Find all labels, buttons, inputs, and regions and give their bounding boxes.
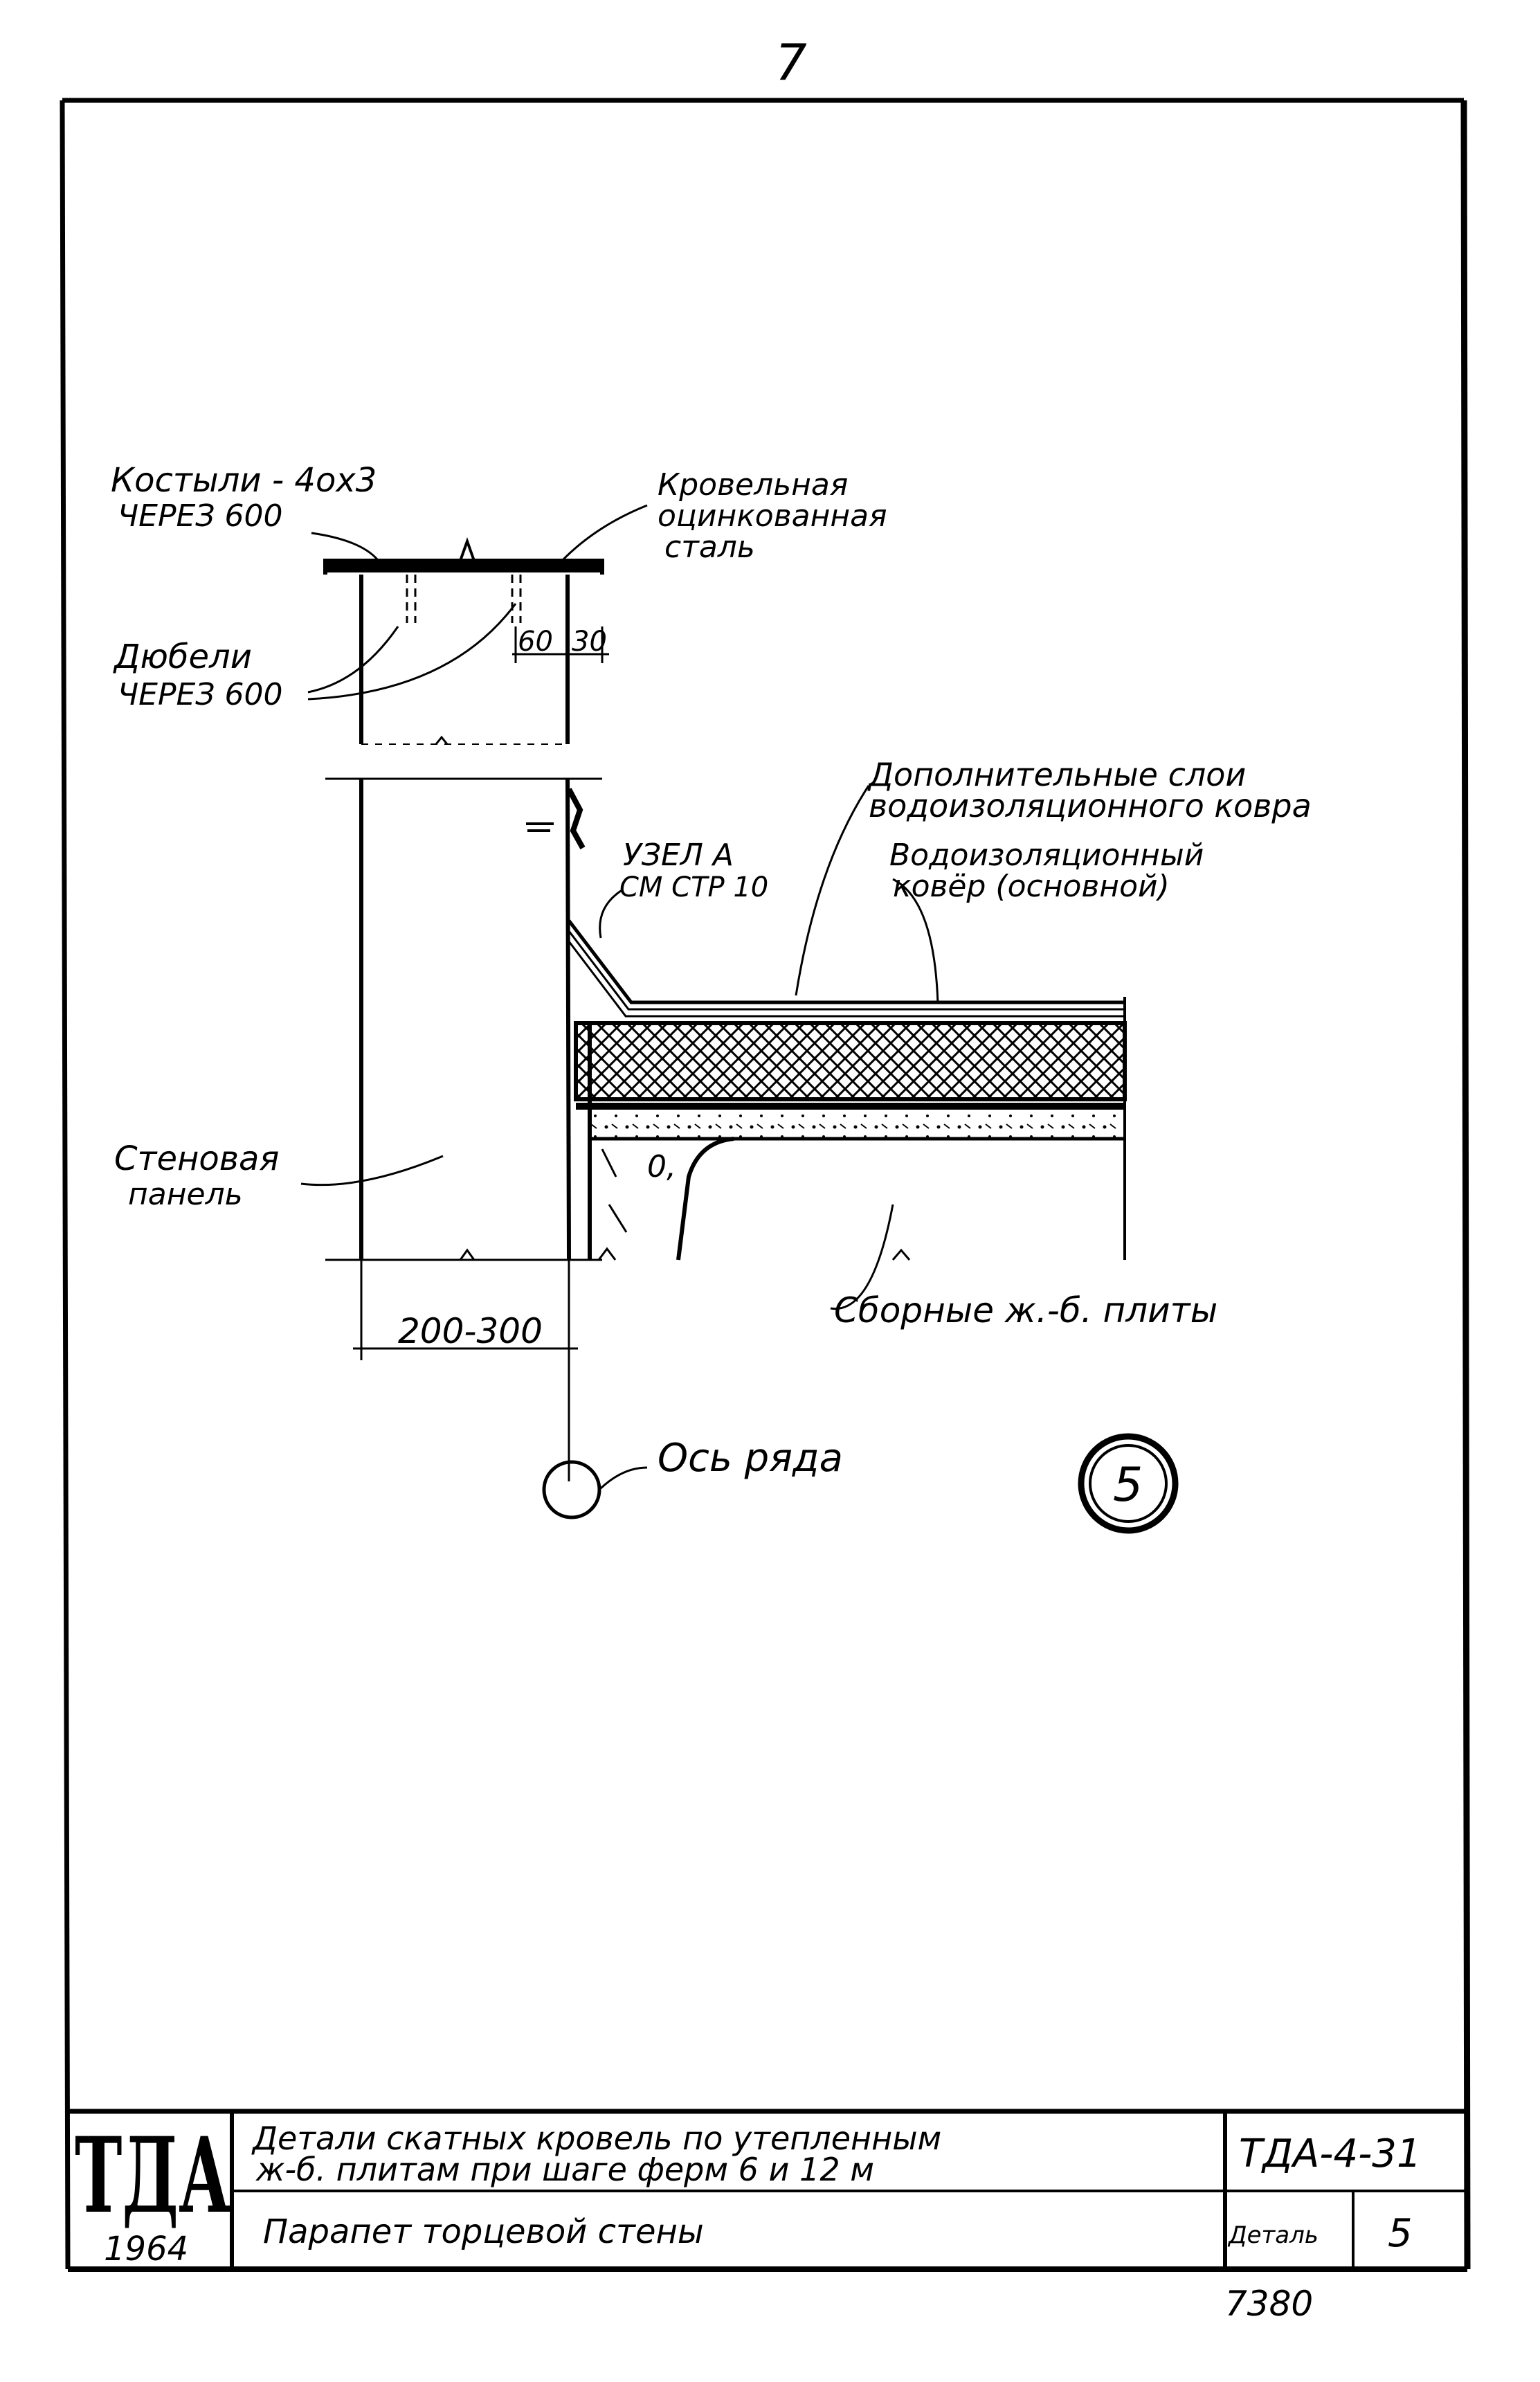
- leader-lines: [300, 504, 939, 1310]
- dim-200-300: 200-300: [398, 1311, 543, 1351]
- axis-circle: [542, 1460, 601, 1519]
- dim-60: 60: [518, 626, 553, 658]
- detail-number: 5: [1113, 1458, 1143, 1513]
- wall-panel: [325, 777, 617, 1261]
- label-stenovaya-1: Стеновая: [114, 1139, 279, 1178]
- label-krovelnaya-2: оцинкованная: [658, 498, 887, 534]
- sheet-number: 7380: [1225, 2284, 1313, 2324]
- label-uzel-2: СМ СТР 10: [619, 872, 768, 903]
- year: 1964: [104, 2230, 188, 2268]
- label-dyubeli-1: Дюбели: [113, 638, 252, 676]
- slab-mark: 0,: [647, 1149, 676, 1184]
- detail-value: 5: [1388, 2211, 1413, 2256]
- label-kostyli-2: ЧЕРЕЗ 600: [118, 498, 282, 534]
- logo: ТДА: [75, 2115, 230, 2237]
- label-vodoizol-1: Водоизоляционный: [889, 838, 1204, 873]
- page-number: 7: [775, 33, 807, 91]
- sheet-frame: [60, 98, 1471, 2272]
- label-dop-sloi-2: водоизоляционного ковра: [869, 787, 1312, 824]
- doc-code: ТДА-4-31: [1239, 2131, 1422, 2176]
- title-line-2: ж-б. плитам при шаге ферм 6 и 12 м: [255, 2151, 874, 2188]
- subtitle: Парапет торцевой стены: [263, 2212, 704, 2251]
- parapet-cap: [323, 537, 604, 745]
- title-block: [68, 2109, 1467, 2269]
- axis-leader: [599, 1466, 648, 1490]
- label-vodoizol-2: ковёр (основной): [893, 869, 1170, 904]
- label-dop-sloi-1: Дополнительные слои: [867, 756, 1246, 793]
- detail-circle-inner: [1089, 1444, 1168, 1523]
- detail-label: Деталь: [1227, 2221, 1319, 2249]
- label-kostyli-1: Костыли - 4ох3: [111, 461, 377, 500]
- dim-30: 30: [572, 626, 607, 658]
- label-krovelnaya-1: Кровельная: [658, 467, 848, 503]
- label-dyubeli-2: ЧЕРЕЗ 600: [118, 677, 282, 712]
- label-sbornye: Сборные ж.-б. плиты: [834, 1290, 1217, 1330]
- dimension-60-30: [512, 626, 609, 663]
- roof-assembly: [568, 919, 1127, 1261]
- detail-circle-outer: [1078, 1433, 1179, 1534]
- label-krovelnaya-3: сталь: [664, 530, 755, 565]
- dimension-200-300: [353, 1260, 578, 1481]
- label-uzel-1: УЗЕЛ А: [623, 838, 734, 873]
- title-line-1: Детали скатных кровель по утепленным: [251, 2120, 941, 2157]
- label-stenovaya-2: панель: [128, 1177, 243, 1212]
- axis-label: Ось ряда: [658, 1436, 843, 1481]
